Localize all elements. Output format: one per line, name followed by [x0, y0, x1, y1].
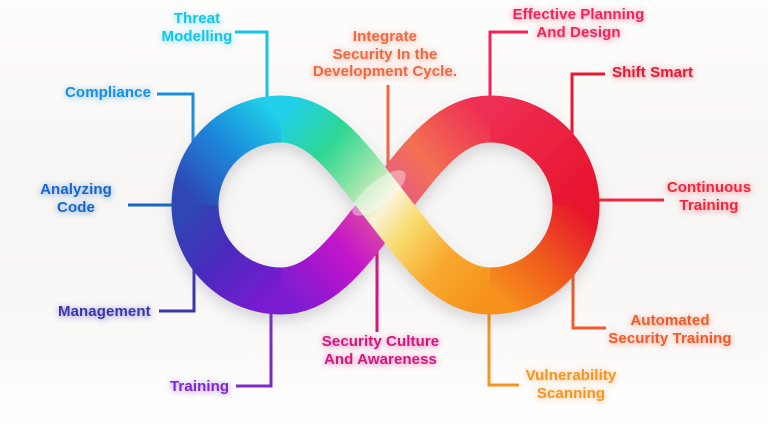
- connector-training: [236, 300, 273, 388]
- connector-shift-smart: [570, 72, 605, 150]
- label-analyzing-code: Analyzing Code: [40, 181, 112, 216]
- label-vulnerability-scanning: Vulnerability Scanning: [525, 367, 617, 402]
- label-shift-smart: Shift Smart: [612, 64, 694, 81]
- gloss-highlight: [352, 170, 406, 216]
- label-effective-planning: Effective Planning And Design: [512, 6, 645, 41]
- ribbon-left-lower-arc: [171, 204, 282, 315]
- label-integrate-security: Integrate Security In the Development Cy…: [312, 28, 458, 80]
- label-compliance: Compliance: [65, 84, 152, 101]
- ribbon-right-lower-arc: [489, 204, 600, 315]
- label-management: Management: [58, 303, 151, 320]
- ribbon-right-upper-arc: [489, 95, 600, 206]
- connector-automated-security-training: [571, 265, 606, 330]
- ribbon-left-upper-arc: [171, 95, 282, 206]
- ribbon-over-strand: [279, 95, 492, 315]
- connector-effective-planning: [488, 30, 528, 115]
- label-threat-modelling: Threat Modelling: [161, 10, 233, 45]
- label-security-culture: Security Culture And Awareness: [321, 333, 440, 368]
- connector-threat-modelling: [235, 30, 269, 110]
- label-training: Training: [170, 378, 230, 395]
- infinity-ribbon: [171, 95, 600, 315]
- connector-vulnerability-scanning: [487, 305, 519, 387]
- label-continuous-training: Continuous Training: [666, 179, 752, 214]
- connector-compliance: [157, 92, 195, 150]
- connector-management: [159, 255, 196, 313]
- label-automated-security-training: Automated Security Training: [608, 312, 732, 347]
